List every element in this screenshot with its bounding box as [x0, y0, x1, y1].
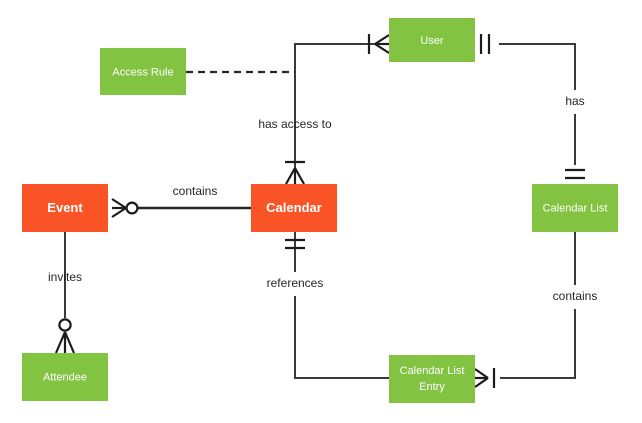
entity-attendee-box[interactable] — [22, 353, 108, 401]
entity-event-box[interactable] — [22, 184, 108, 232]
entity-access-rule-label: Access Rule — [112, 66, 173, 78]
cardinality-exactly-one-calendar-bottom — [285, 238, 305, 250]
entity-calendar-list-box[interactable] — [532, 184, 618, 232]
edge-contains-calendar-list-entry — [500, 232, 576, 379]
relationship-label-references: references — [267, 276, 324, 290]
relationship-label-contains-event-calendar: contains — [173, 184, 218, 198]
entity-user-box[interactable] — [389, 18, 475, 62]
relationship-label-has: has — [565, 94, 584, 108]
cardinality-one-or-many-user-left — [367, 34, 390, 54]
cardinality-one-or-many-calendar-top — [285, 160, 305, 185]
entity-calendar-list-label: Calendar List — [543, 202, 608, 214]
entity-attendee-label: Attendee — [43, 371, 87, 383]
entity-event-label: Event — [47, 200, 83, 215]
relationship-label-has-access-to: has access to — [258, 117, 332, 131]
edge-references — [294, 232, 389, 379]
entity-event[interactable]: Event — [22, 184, 108, 232]
cardinality-zero-or-many-event-right — [111, 198, 139, 218]
entity-user[interactable]: User — [389, 18, 475, 62]
entity-calendar[interactable]: Calendar — [251, 184, 337, 232]
entity-calendar-list[interactable]: Calendar List — [532, 184, 618, 232]
entity-calendar-label: Calendar — [266, 200, 322, 215]
entity-calendar-box[interactable] — [251, 184, 337, 232]
cardinality-one-or-many-calendar-list-entry-right — [474, 368, 496, 388]
cardinality-exactly-one-user-right — [479, 34, 491, 54]
cardinality-zero-or-many-attendee-top — [54, 318, 76, 354]
cardinality-exactly-one-calendar-list-top — [565, 168, 585, 180]
entity-user-label: User — [420, 35, 444, 47]
entity-calendar-list-entry-box[interactable] — [389, 355, 475, 403]
edge-has — [499, 43, 576, 165]
relationship-label-invites: invites — [48, 270, 82, 284]
entity-access-rule[interactable]: Access Rule — [100, 48, 186, 95]
entity-access-rule-box[interactable] — [100, 48, 186, 95]
edge-has-access-to — [294, 43, 383, 178]
entity-attendee[interactable]: Attendee — [22, 353, 108, 401]
relationship-label-contains-calendar-list-entry: contains — [553, 289, 598, 303]
entity-calendar-list-entry[interactable]: Calendar List Entry — [389, 355, 475, 403]
entity-calendar-list-entry-label-line-1: Calendar List — [400, 365, 465, 377]
entity-calendar-list-entry-label-line-2: Entry — [419, 381, 445, 393]
